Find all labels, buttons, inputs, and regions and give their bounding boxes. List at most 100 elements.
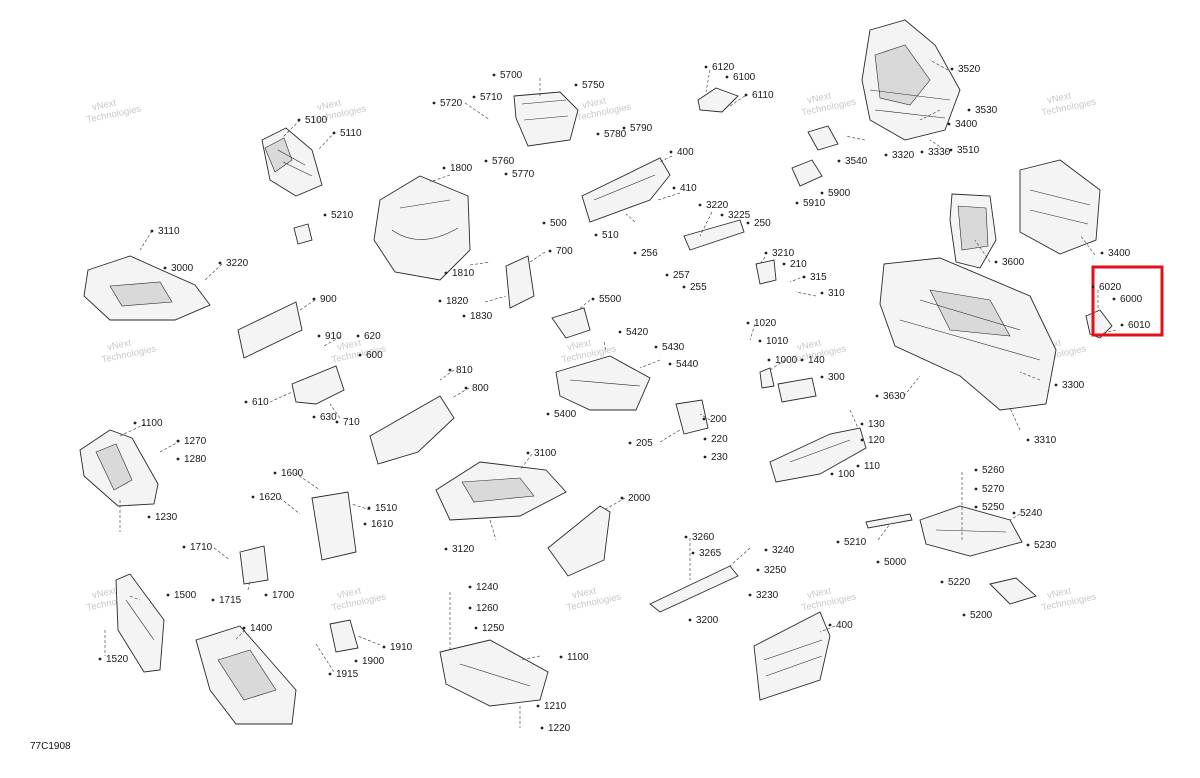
part-label-1710[interactable]: 1710 (190, 542, 213, 553)
part-label-3120[interactable]: 3120 (452, 544, 475, 555)
part-label-140[interactable]: 140 (808, 355, 825, 366)
part-label-1220[interactable]: 1220 (548, 723, 571, 734)
part-label-5210[interactable]: 5210 (844, 537, 867, 548)
part-label-1400[interactable]: 1400 (250, 623, 273, 634)
part-label-1500[interactable]: 1500 (174, 590, 197, 601)
part-label-3220[interactable]: 3220 (226, 258, 249, 269)
part-label-5220[interactable]: 5220 (948, 577, 971, 588)
part-label-1830[interactable]: 1830 (470, 311, 493, 322)
part-label-3240[interactable]: 3240 (772, 545, 795, 556)
part-label-630[interactable]: 630 (320, 412, 337, 423)
part-label-256[interactable]: 256 (641, 248, 658, 259)
part-label-1000[interactable]: 1000 (775, 355, 798, 366)
part-label-220[interactable]: 220 (711, 434, 728, 445)
part-label-1700[interactable]: 1700 (272, 590, 295, 601)
part-label-3510[interactable]: 3510 (957, 145, 980, 156)
part-label-3225[interactable]: 3225 (728, 210, 751, 221)
part-label-1020[interactable]: 1020 (754, 318, 777, 329)
part-label-800[interactable]: 800 (472, 383, 489, 394)
part-label-3520[interactable]: 3520 (958, 64, 981, 75)
part-label-6000[interactable]: 6000 (1120, 294, 1143, 305)
part-label-620[interactable]: 620 (364, 331, 381, 342)
part-label-400[interactable]: 400 (836, 620, 853, 631)
part-label-100[interactable]: 100 (838, 469, 855, 480)
part-label-6100[interactable]: 6100 (733, 72, 756, 83)
part-label-5000[interactable]: 5000 (884, 557, 907, 568)
part-label-310[interactable]: 310 (828, 288, 845, 299)
part-label-3100[interactable]: 3100 (534, 448, 557, 459)
part-label-5750[interactable]: 5750 (582, 80, 605, 91)
part-label-1620[interactable]: 1620 (259, 492, 282, 503)
part-label-1270[interactable]: 1270 (184, 436, 207, 447)
part-label-5210[interactable]: 5210 (331, 210, 354, 221)
part-label-5700[interactable]: 5700 (500, 70, 523, 81)
part-label-3400[interactable]: 3400 (955, 119, 978, 130)
part-label-600[interactable]: 600 (366, 350, 383, 361)
part-label-1820[interactable]: 1820 (446, 296, 469, 307)
part-label-1100[interactable]: 1100 (141, 418, 163, 429)
part-label-1210[interactable]: 1210 (544, 701, 567, 712)
part-label-5430[interactable]: 5430 (662, 342, 685, 353)
part-label-3330[interactable]: 3330 (928, 147, 951, 158)
part-label-6010[interactable]: 6010 (1128, 320, 1151, 331)
part-label-900[interactable]: 900 (320, 294, 337, 305)
part-label-1910[interactable]: 1910 (390, 642, 413, 653)
part-label-500[interactable]: 500 (550, 218, 567, 229)
part-label-1900[interactable]: 1900 (362, 656, 385, 667)
part-label-710[interactable]: 710 (343, 417, 360, 428)
part-label-3110[interactable]: 3110 (158, 226, 180, 237)
part-label-230[interactable]: 230 (711, 452, 728, 463)
part-label-1100[interactable]: 1100 (567, 652, 589, 663)
part-label-1010[interactable]: 1010 (766, 336, 789, 347)
part-label-250[interactable]: 250 (754, 218, 771, 229)
part-label-5400[interactable]: 5400 (554, 409, 577, 420)
part-label-5200[interactable]: 5200 (970, 610, 993, 621)
part-label-3400[interactable]: 3400 (1108, 248, 1131, 259)
part-label-5250[interactable]: 5250 (982, 502, 1005, 513)
part-label-200[interactable]: 200 (710, 414, 727, 425)
part-label-1715[interactable]: 1715 (219, 595, 242, 606)
part-label-120[interactable]: 120 (868, 435, 885, 446)
part-label-1800[interactable]: 1800 (450, 163, 473, 174)
part-label-1240[interactable]: 1240 (476, 582, 499, 593)
part-label-5760[interactable]: 5760 (492, 156, 515, 167)
part-label-300[interactable]: 300 (828, 372, 845, 383)
part-label-3000[interactable]: 3000 (171, 263, 194, 274)
part-label-1510[interactable]: 1510 (375, 503, 398, 514)
part-label-3300[interactable]: 3300 (1062, 380, 1085, 391)
part-label-3260[interactable]: 3260 (692, 532, 715, 543)
part-label-6110[interactable]: 6110 (752, 90, 774, 101)
part-label-3200[interactable]: 3200 (696, 615, 719, 626)
part-label-3600[interactable]: 3600 (1002, 257, 1025, 268)
part-label-5260[interactable]: 5260 (982, 465, 1005, 476)
part-label-5900[interactable]: 5900 (828, 188, 851, 199)
part-label-3265[interactable]: 3265 (699, 548, 722, 559)
part-label-610[interactable]: 610 (252, 397, 269, 408)
part-label-5270[interactable]: 5270 (982, 484, 1005, 495)
part-label-5440[interactable]: 5440 (676, 359, 699, 370)
part-label-3250[interactable]: 3250 (764, 565, 787, 576)
part-label-1810[interactable]: 1810 (452, 268, 475, 279)
part-label-5770[interactable]: 5770 (512, 169, 535, 180)
part-label-3310[interactable]: 3310 (1034, 435, 1057, 446)
part-label-5710[interactable]: 5710 (480, 92, 503, 103)
part-label-1520[interactable]: 1520 (106, 654, 129, 665)
part-label-3210[interactable]: 3210 (772, 248, 795, 259)
part-label-410[interactable]: 410 (680, 183, 697, 194)
part-label-5720[interactable]: 5720 (440, 98, 463, 109)
part-label-257[interactable]: 257 (673, 270, 690, 281)
part-label-510[interactable]: 510 (602, 230, 619, 241)
part-label-1915[interactable]: 1915 (336, 669, 359, 680)
part-label-5500[interactable]: 5500 (599, 294, 622, 305)
part-label-700[interactable]: 700 (556, 246, 573, 257)
part-label-1610[interactable]: 1610 (371, 519, 394, 530)
part-label-3320[interactable]: 3320 (892, 150, 915, 161)
part-label-3540[interactable]: 3540 (845, 156, 868, 167)
part-label-315[interactable]: 315 (810, 272, 827, 283)
part-label-5230[interactable]: 5230 (1034, 540, 1057, 551)
part-label-210[interactable]: 210 (790, 259, 807, 270)
part-label-255[interactable]: 255 (690, 282, 707, 293)
part-label-5240[interactable]: 5240 (1020, 508, 1043, 519)
part-label-5780[interactable]: 5780 (604, 129, 627, 140)
part-label-3630[interactable]: 3630 (883, 391, 906, 402)
